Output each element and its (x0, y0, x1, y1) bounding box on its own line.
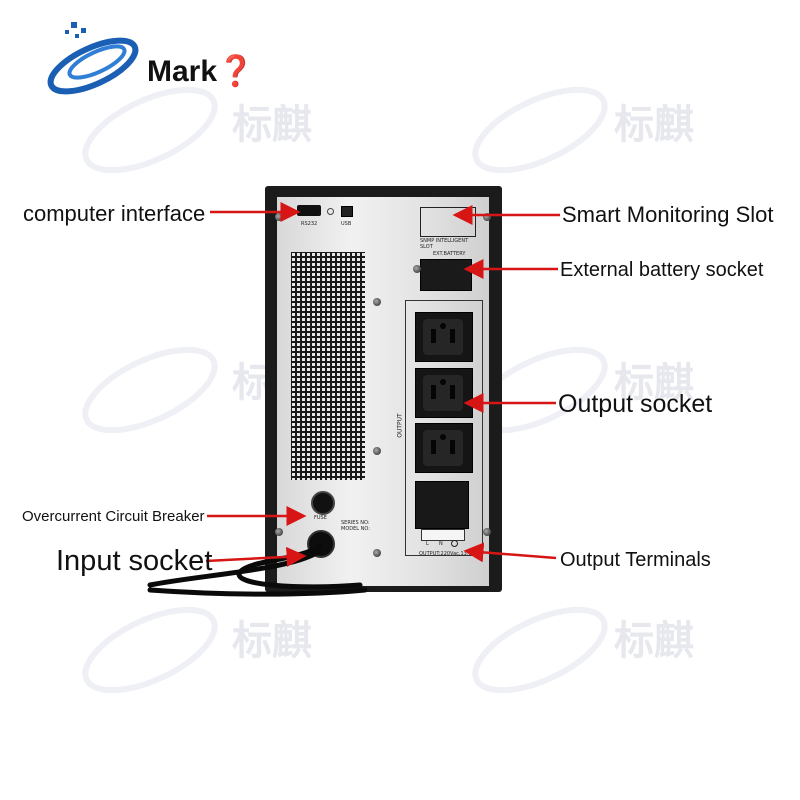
screw (373, 549, 381, 557)
series-no-label: SERIES NO: (341, 520, 370, 526)
callout-smart-monitoring-slot: Smart Monitoring Slot (562, 202, 774, 227)
rear-panel: RS232 USB SNMP INTELLIGENT SLOT EXT.BATT… (275, 197, 491, 586)
watermark-text: 标麒 (232, 102, 312, 148)
terminal-block (421, 529, 465, 541)
screw (373, 447, 381, 455)
snmp-slot (420, 207, 476, 237)
mark-swirl-logo-icon (47, 22, 139, 95)
usb-port (341, 206, 353, 217)
screw (373, 298, 381, 306)
snmp-label: SNMP INTELLIGENT SLOT (420, 238, 469, 250)
callout-overcurrent-circuit-breaker: Overcurrent Circuit Breaker (22, 508, 205, 525)
callout-output-socket: Output socket (558, 390, 713, 418)
ext-battery-label: EXT.BATTERY (433, 251, 466, 257)
terminal-n-label: N (439, 541, 443, 547)
watermark-text: 标麒 (232, 618, 312, 664)
rs232-label: RS232 (301, 221, 318, 227)
screw (413, 265, 421, 273)
screw (483, 213, 491, 221)
logo-text: Mark❓ (147, 55, 255, 88)
indicator-dot (327, 208, 334, 215)
fuse-breaker (311, 491, 335, 515)
output-rating-label: OUTPUT:220Vac,13.6A (419, 551, 476, 557)
vent-grille (291, 252, 365, 480)
callout-external-battery-socket: External battery socket (560, 259, 764, 281)
screw (275, 528, 283, 536)
screw (483, 528, 491, 536)
external-battery-socket (420, 259, 472, 291)
output-outlet-2 (415, 368, 473, 418)
watermark-text: 标麒 (614, 618, 694, 664)
usb-label: USB (341, 221, 352, 227)
callout-input-socket: Input socket (56, 545, 213, 577)
model-no-label: MODEL NO: (341, 526, 370, 532)
fuse-label: FUSE (314, 515, 327, 521)
ground-icon (451, 540, 458, 547)
output-outlet-3 (415, 423, 473, 473)
output-frame (405, 300, 483, 556)
output-outlet-1 (415, 312, 473, 362)
terminal-cover (415, 481, 469, 529)
rs232-port (297, 205, 321, 216)
watermark-text: 标麒 (614, 102, 694, 148)
callout-computer-interface: computer interface (23, 201, 206, 226)
screw (275, 213, 283, 221)
watermark-text: 标麒 (614, 360, 694, 406)
callout-output-terminals: Output Terminals (560, 549, 711, 571)
terminal-l-label: L (426, 541, 429, 547)
